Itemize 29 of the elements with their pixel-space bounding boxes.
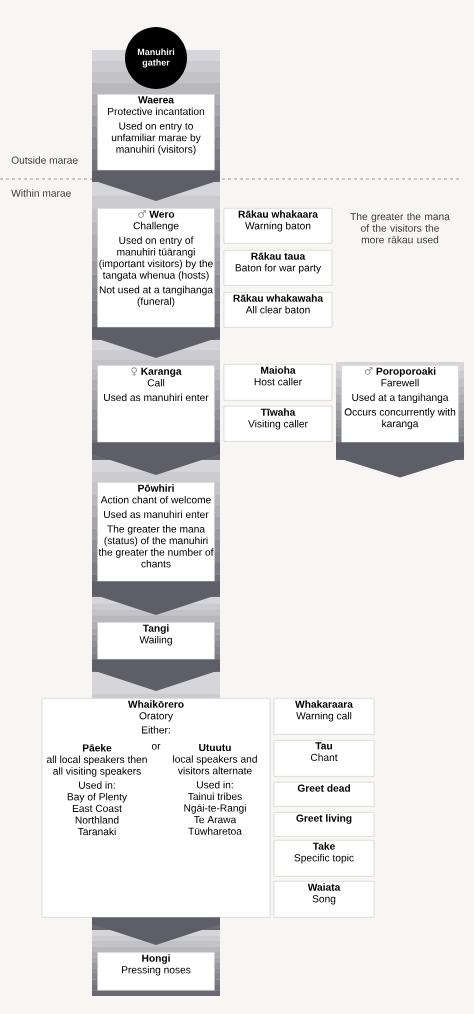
detail-box: Maioha Host caller bbox=[223, 364, 333, 401]
process-box: ♀ Karanga Call Used as manuhiri enter bbox=[97, 365, 215, 443]
chevron-arrow bbox=[92, 659, 220, 691]
detail-box: Waiata Song bbox=[273, 881, 375, 918]
detail-box: Tau Chant bbox=[273, 740, 375, 777]
zone-label: Within marae bbox=[11, 189, 71, 197]
process-box: ♂ Poroporoaki Farewell Used at a tangihanga Occurs concurrently with karanga bbox=[341, 365, 459, 443]
detail-box: Greet living bbox=[273, 812, 375, 837]
process-box: Hongi Pressing noses bbox=[97, 952, 215, 991]
detail-box: Rākau whakawaha All clear baton bbox=[223, 292, 333, 328]
detail-box: Greet dead bbox=[273, 782, 375, 807]
chevron-arrow bbox=[92, 327, 220, 358]
zone-label: Outside marae bbox=[11, 156, 78, 164]
process-box: ♂ Wero Challenge Used on entry of manuhiri tūārangi (important visitors) by the tangata whenua (hosts) Not used at a tangihanga (funeral) bbox=[97, 208, 215, 328]
detail-box: Whakaraara Warning call bbox=[273, 698, 375, 735]
detail-box: Rākau taua Baton for war party bbox=[223, 250, 333, 286]
chevron-arrow bbox=[92, 442, 220, 475]
process-box: Pōwhiri Action chant of welcome Used as manuhiri enter The greater the mana (status) of the manuhiri the greater the number of chants bbox=[97, 482, 215, 582]
chevron-arrow bbox=[92, 581, 220, 615]
process-box: Whaikōrero Oratory Either: Pāeke all local speakers then all visiting speakers Used in: Bay of Plenty East Coast Northland Taranaki or Utuutu local speakers and visitors alternate Used in: Tainui tribes Ngāi-te-Rangi Te Arawa Tūwharetoa bbox=[41, 698, 271, 918]
detail-box: Take Specific topic bbox=[273, 840, 375, 877]
detail-box: Rākau whakaara Warning baton bbox=[223, 208, 333, 244]
detail-box: Tīwaha Visiting caller bbox=[223, 406, 333, 442]
process-box: Waerea Protective incantation Used on entry to unfamiliar marae by manuhiri (visitors) bbox=[97, 94, 215, 171]
process-box: Tangi Wailing bbox=[97, 622, 215, 660]
chevron-arrow bbox=[336, 442, 464, 478]
chevron-arrow bbox=[92, 917, 220, 945]
note-text: The greater the mana of the visitors the more rākau used bbox=[350, 212, 450, 244]
chevron-arrow bbox=[92, 170, 220, 201]
